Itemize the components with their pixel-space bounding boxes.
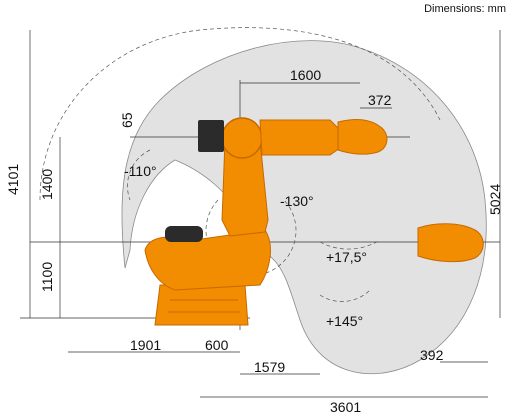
- robot-base: [154, 284, 249, 326]
- robot-column: [144, 229, 271, 291]
- angle-arc-a3: [319, 239, 381, 250]
- robot-shoulder: [221, 117, 263, 159]
- angle-arc-a2: [205, 199, 297, 276]
- angle-a3-label: +17,5°: [326, 249, 367, 265]
- dim-wrist-offset: 372: [368, 92, 392, 108]
- dim-rear-reach: 1901: [130, 337, 161, 353]
- robot-upper-arm: [259, 119, 341, 156]
- robot-wrist: [337, 119, 388, 155]
- angle-arc-a1: [127, 149, 151, 201]
- dim-axis-offset-small: 65: [119, 112, 135, 128]
- dim-base-offset: 600: [205, 337, 229, 353]
- robot-wrist-extended: [417, 223, 484, 263]
- dim-front-offset: 392: [420, 347, 444, 363]
- dim-min-reach: 1579: [254, 359, 285, 375]
- dim-max-reach: 3601: [330, 399, 361, 415]
- angle-a2-label: -130°: [280, 193, 314, 209]
- dim-upper-height: 1400: [39, 169, 55, 200]
- dim-arm-length: 1600: [290, 67, 321, 83]
- dim-lines: [29, 30, 501, 398]
- robot-motor-pack: [198, 120, 224, 152]
- dim-max-reach-height: 5024: [487, 184, 503, 215]
- robot-counterbalance: [165, 226, 203, 242]
- dim-overall-height: 4101: [5, 164, 21, 195]
- angle-a1-label: -110°: [124, 163, 157, 179]
- angle-a4-label: +145°: [326, 313, 363, 329]
- reach-arc: [39, 27, 441, 201]
- dim-base-height: 1100: [39, 262, 55, 292]
- units-label: Dimensions: mm: [424, 3, 506, 15]
